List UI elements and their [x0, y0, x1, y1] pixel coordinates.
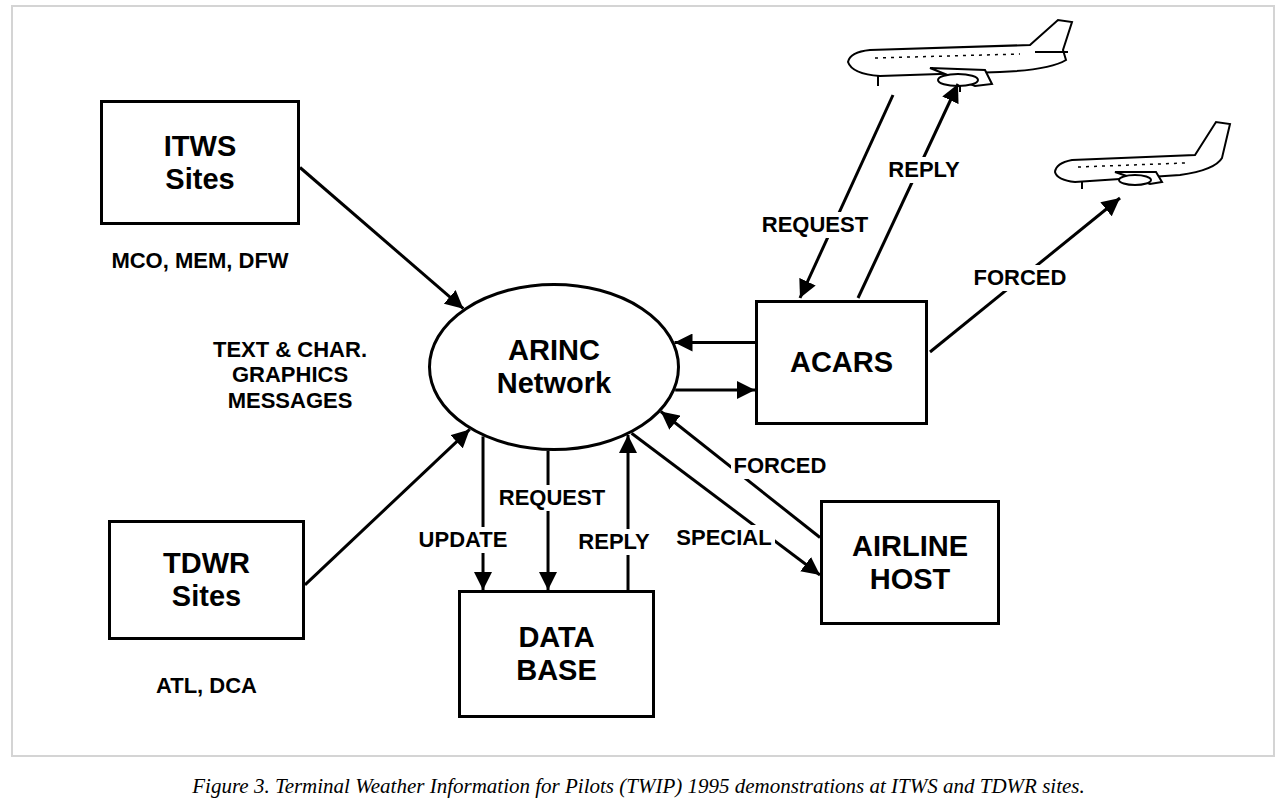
network-ellipse: ARINC Network [428, 283, 680, 451]
link-label: REQUEST [759, 212, 871, 237]
node-title: AIRLINE HOST [840, 530, 980, 596]
reply-arrow [858, 84, 958, 298]
window-row [875, 54, 1020, 58]
wing [930, 68, 992, 86]
ellipse-shape [430, 285, 679, 450]
edge-label: UPDATE [416, 527, 511, 552]
connector-arrow [547, 451, 550, 590]
node-title: ACARS [790, 346, 893, 379]
database-box: DATA BASE [458, 590, 655, 718]
host-box: AIRLINE HOST [820, 500, 1000, 625]
airplane [848, 20, 1072, 92]
link-label: REPLY [885, 157, 962, 182]
landing-gear [1081, 182, 1083, 189]
connector-arrow [627, 435, 630, 590]
site-box: TDWR SitesATL, DCA [108, 520, 305, 640]
process-box: ACARS [755, 300, 928, 425]
stabilizer [1035, 51, 1068, 53]
figure-caption: Figure 3. Terminal Weather Information f… [192, 774, 1085, 799]
landing-gear [877, 76, 879, 86]
edge-label: SPECIAL [673, 525, 774, 550]
node-title: ARINC Network [479, 334, 629, 400]
edge-label: REQUEST [496, 485, 608, 510]
connector-arrow [305, 429, 470, 584]
site-box: ITWS SitesMCO, MEM, DFW [100, 100, 300, 225]
node-title: DATA BASE [502, 621, 612, 687]
engine [1119, 175, 1151, 185]
forced-arrow [930, 198, 1120, 352]
airplane [1055, 122, 1230, 189]
link-label: FORCED [971, 265, 1070, 290]
node-title: TDWR Sites [157, 547, 257, 613]
figure-frame [12, 6, 1274, 756]
node-title: ITWS Sites [150, 130, 250, 196]
wing [1115, 172, 1162, 184]
site-list: ATL, DCA [156, 673, 257, 699]
fuselage [848, 20, 1072, 76]
landing-gear [959, 86, 961, 92]
connector-arrow [482, 436, 485, 590]
window-row [1078, 163, 1185, 167]
connector-arrow [675, 389, 755, 392]
edge-label: FORCED [731, 453, 830, 478]
request-arrow [800, 95, 893, 298]
edge-label: REPLY [575, 529, 652, 554]
connector-arrow [675, 341, 755, 344]
site-list: MCO, MEM, DFW [111, 248, 288, 274]
message-note: TEXT & CHAR. GRAPHICS MESSAGES [197, 337, 383, 413]
connector-arrow [300, 168, 463, 309]
